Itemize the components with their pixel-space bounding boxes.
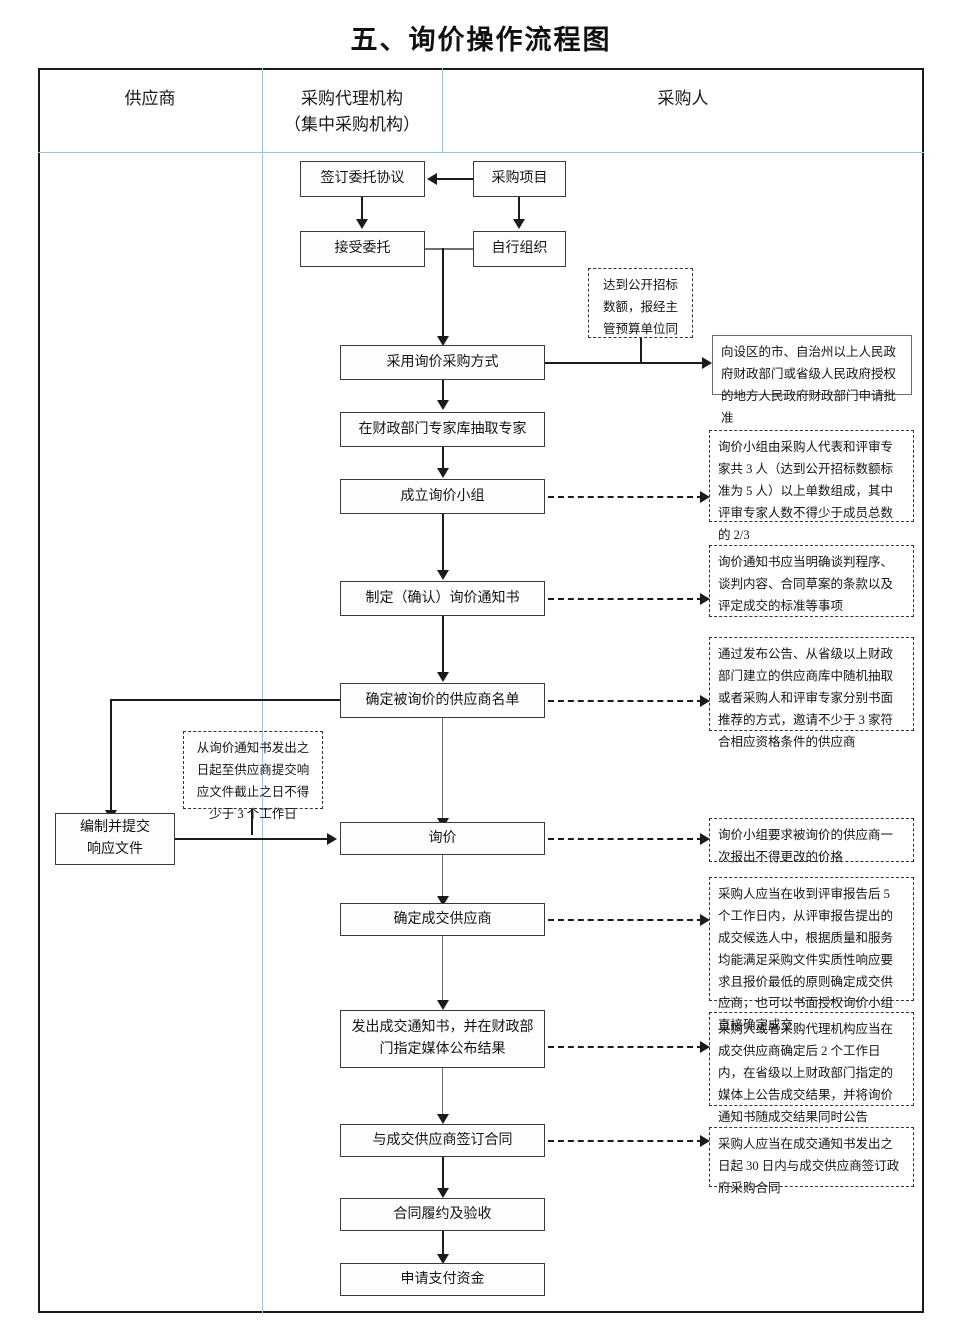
- arrowhead-inquiry-to-note: [700, 833, 710, 845]
- connector-form-to-notice: [442, 514, 444, 572]
- arrowhead-form-to-notice: [437, 570, 449, 580]
- arrowhead-winner-to-note: [700, 914, 710, 926]
- arrowhead-issue-to-contract: [437, 1114, 449, 1124]
- arrowhead-list-to-note: [700, 695, 710, 707]
- node-prepare-response-line2: 响应文件: [87, 842, 143, 857]
- connector-merge-down: [442, 248, 444, 341]
- connector-contract-to-perform: [442, 1157, 444, 1193]
- connector-sign-to-accept: [361, 197, 363, 221]
- note-threshold: 达到公开招标 数额，报经主 管预算单位同: [588, 268, 693, 338]
- arrowhead-notice-to-list: [437, 672, 449, 682]
- diagram-frame: [38, 68, 924, 1313]
- connector-threshold-drop: [640, 338, 642, 363]
- note-group-composition: 询价小组由采购人代表和评审专家共 3 人（达到公开招标数额标准为 5 人）以上单…: [709, 430, 914, 542]
- node-issue-notice-line2: 门指定媒体公布结果: [379, 1042, 506, 1057]
- node-issue-notice-line1: 发出成交通知书，并在财政部: [351, 1020, 534, 1036]
- note-threshold-line2: 数额，报经主: [602, 299, 678, 314]
- connector-winner-to-note: [548, 919, 703, 921]
- note-supplier-invite: 通过发布公告、从省级以上财政部门建立的供应商库中随机抽取或者采购人和评审专家分别…: [709, 637, 914, 749]
- node-procurement-project[interactable]: 采购项目: [473, 161, 566, 197]
- connector-merge-horizontal: [425, 248, 473, 250]
- note-announce-result: 采购人或者采购代理机构应当在成交供应商确定后 2 个工作日内，在省级以上财政部门…: [709, 1012, 914, 1124]
- sidebox-approval: 向设区的市、自治州以上人民政府财政部门或省级人民政府授权的地方人民政府财政部门申…: [712, 335, 912, 425]
- note-determine-winner-rule: 采购人应当在收到评审报告后 5 个工作日内，从评审报告提出的成交候选人中，根据质…: [709, 877, 914, 1032]
- node-make-notice[interactable]: 制定（确认）询价通知书: [340, 581, 545, 616]
- node-sign-entrust[interactable]: 签订委托协议: [300, 161, 425, 197]
- node-form-group[interactable]: 成立询价小组: [340, 479, 545, 514]
- column-header-buyer: 采购人: [657, 89, 709, 108]
- arrowhead-merge-down: [437, 336, 449, 346]
- node-apply-payment[interactable]: 申请支付资金: [340, 1263, 545, 1296]
- arrowhead-adopt-to-draw: [437, 400, 449, 410]
- arrowhead-group-to-note: [700, 491, 710, 503]
- node-prepare-response[interactable]: 编制并提交 响应文件: [55, 813, 175, 865]
- arrowhead-issue-to-note: [700, 1041, 710, 1053]
- note-one-time-quote: 询价小组要求被询价的供应商一次报出不得更改的价格: [709, 818, 914, 864]
- connector-list-left-down: [110, 699, 112, 813]
- node-confirm-supplier-list[interactable]: 确定被询价的供应商名单: [340, 683, 545, 718]
- connector-project-to-sign: [437, 178, 473, 180]
- arrowhead-inquiry-to-approval: [702, 357, 712, 369]
- connector-deadline-drop: [251, 809, 253, 835]
- arrowhead-contract-to-note: [700, 1135, 710, 1147]
- connector-winner-to-issue: [442, 936, 443, 1006]
- node-adopt-inquiry[interactable]: 采用询价采购方式: [340, 345, 545, 380]
- connector-inquiry-to-approval: [545, 362, 710, 364]
- connector-issue-to-contract: [442, 1068, 443, 1120]
- note-contract-deadline: 采购人应当在成交通知书发出之日起 30 日内与成交供应商签订政府采购合同: [709, 1127, 914, 1195]
- column-divider-supplier-agency: [262, 68, 263, 1313]
- note-threshold-line3: 管预算单位同: [602, 321, 678, 336]
- connector-inquiry-to-note: [548, 838, 703, 840]
- connector-issue-to-note: [548, 1046, 703, 1048]
- node-contract-perform[interactable]: 合同履约及验收: [340, 1198, 545, 1231]
- column-header-agency: 采购代理机构 （集中采购机构）: [262, 86, 442, 137]
- arrowhead-prepare-to-inquiry: [327, 833, 337, 845]
- arrowhead-winner-to-issue: [437, 1000, 449, 1010]
- node-determine-winner[interactable]: 确定成交供应商: [340, 903, 545, 936]
- arrowhead-inquiry-to-winner: [437, 896, 449, 906]
- connector-list-left: [110, 699, 340, 701]
- connector-group-to-note: [548, 496, 703, 498]
- connector-list-to-note: [548, 700, 703, 702]
- node-prepare-response-line1: 编制并提交: [80, 820, 150, 836]
- connector-prepare-to-inquiry: [175, 838, 330, 840]
- column-header-agency-line1: 采购代理机构: [301, 89, 403, 108]
- note-response-deadline: 从询价通知书发出之日起至供应商提交响应文件截止之日不得少于 3 个工作日: [183, 731, 323, 821]
- node-issue-notice[interactable]: 发出成交通知书，并在财政部 门指定媒体公布结果: [340, 1010, 545, 1068]
- arrowhead-project-to-self: [513, 219, 525, 229]
- arrowhead-project-to-sign: [427, 173, 437, 185]
- arrowhead-notice-to-note: [700, 593, 710, 605]
- node-self-organize[interactable]: 自行组织: [473, 231, 566, 267]
- connector-list-to-inquiry: [442, 718, 443, 823]
- node-sign-contract[interactable]: 与成交供应商签订合同: [340, 1124, 545, 1157]
- connector-notice-to-note: [548, 598, 703, 600]
- column-header-agency-line2: （集中采购机构）: [284, 114, 420, 134]
- connector-notice-to-list: [442, 616, 444, 674]
- header-divider: [38, 152, 924, 153]
- connector-project-to-self: [518, 197, 520, 221]
- arrowhead-perform-to-payment: [437, 1254, 449, 1264]
- connector-inquiry-to-winner: [442, 855, 443, 902]
- node-accept-entrust[interactable]: 接受委托: [300, 231, 425, 267]
- arrowhead-draw-to-form: [437, 468, 449, 478]
- page-title: 五、询价操作流程图: [350, 25, 612, 55]
- column-header-supplier: 供应商: [124, 89, 176, 108]
- note-notice-content: 询价通知书应当明确谈判程序、谈判内容、合同草案的条款以及评定成交的标准等事项: [709, 545, 914, 617]
- node-draw-experts[interactable]: 在财政部门专家库抽取专家: [340, 412, 545, 447]
- column-divider-agency-buyer: [442, 68, 443, 153]
- arrowhead-contract-to-perform: [437, 1188, 449, 1198]
- note-threshold-line1: 达到公开招标: [602, 278, 678, 292]
- connector-draw-to-form: [442, 447, 444, 470]
- connector-contract-to-note: [548, 1140, 703, 1142]
- node-inquiry[interactable]: 询价: [340, 822, 545, 855]
- arrowhead-sign-to-accept: [356, 219, 368, 229]
- connector-perform-to-payment: [442, 1231, 444, 1259]
- connector-adopt-to-draw: [442, 380, 444, 402]
